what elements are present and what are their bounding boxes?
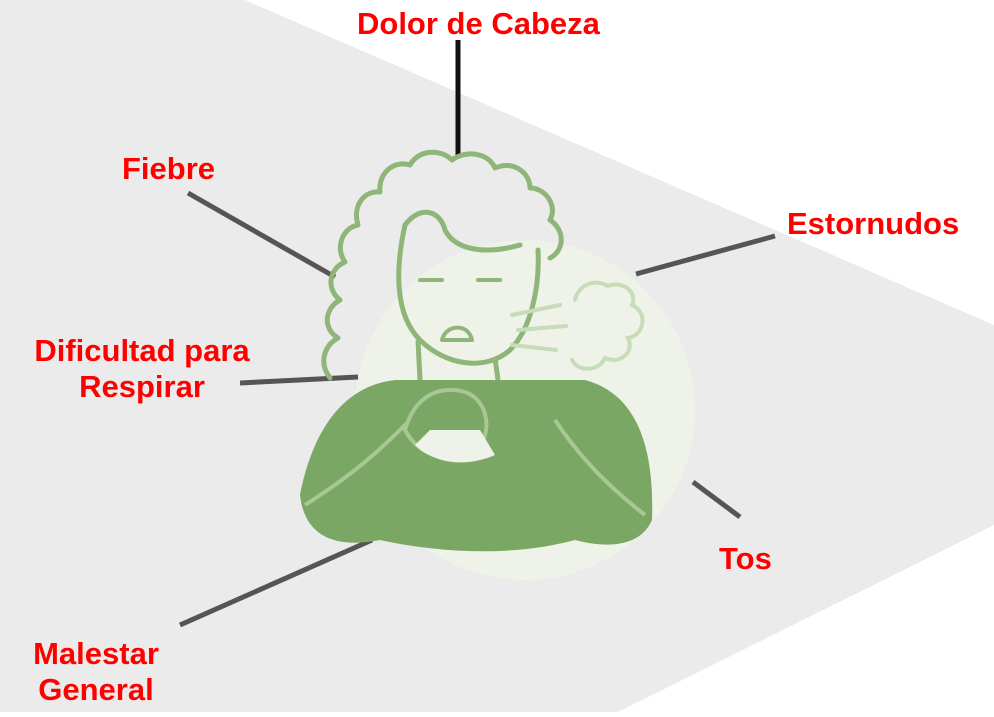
label-fever: Fiebre bbox=[122, 151, 216, 186]
connector-cough bbox=[691, 479, 742, 520]
torso-shape bbox=[300, 380, 653, 552]
label-breathing-line2: Respirar bbox=[79, 369, 205, 404]
label-cough: Tos bbox=[719, 541, 772, 576]
neck-line-right bbox=[492, 357, 501, 381]
connector-fever bbox=[186, 190, 337, 280]
label-breathing: Dificultad para Respirar bbox=[8, 333, 276, 405]
label-malaise-line2: General bbox=[38, 672, 154, 707]
connector-malaise bbox=[178, 537, 374, 628]
left-arm-line bbox=[303, 418, 412, 507]
label-headache: Dolor de Cabeza bbox=[357, 6, 600, 41]
hair-outline bbox=[321, 149, 564, 381]
mouth-shape bbox=[440, 325, 474, 342]
coughing-person-icon bbox=[300, 149, 653, 552]
label-malaise-line1: Malestar bbox=[33, 636, 159, 671]
neck-line bbox=[415, 339, 423, 381]
connector-breathing bbox=[239, 374, 359, 386]
label-breathing-line1: Dificultad para bbox=[34, 333, 250, 368]
cough-puff bbox=[510, 280, 645, 371]
collar-shape bbox=[415, 430, 495, 463]
label-sneezes: Estornudos bbox=[787, 206, 960, 241]
hair-inner-line bbox=[402, 209, 523, 253]
right-arm-line bbox=[553, 418, 647, 517]
label-malaise: Malestar General bbox=[18, 636, 174, 708]
connector-sneezes bbox=[635, 233, 776, 277]
